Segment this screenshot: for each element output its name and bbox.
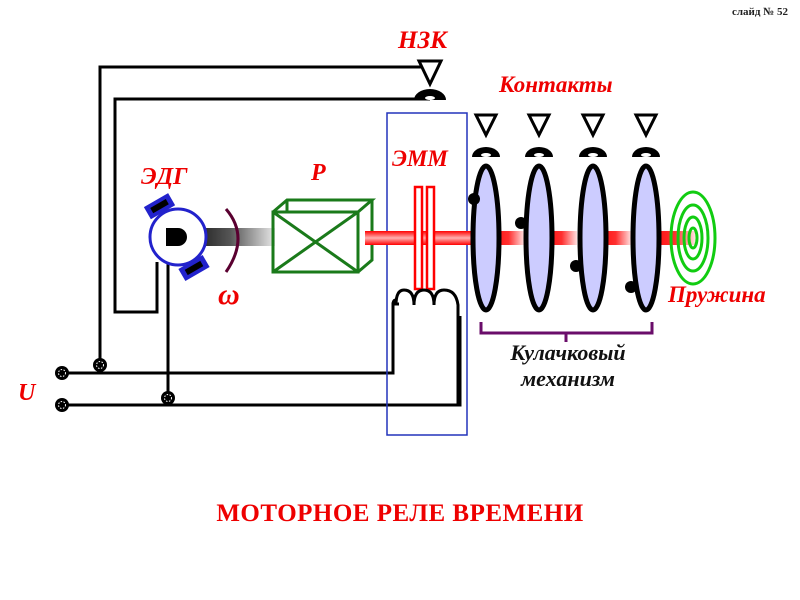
contact-4 (632, 113, 660, 157)
terminal-u2 (55, 398, 69, 412)
cam-brace (479, 322, 654, 342)
contact-triangle-icon (580, 113, 606, 139)
contact-dome-icon (632, 147, 660, 157)
cam-1 (468, 163, 502, 313)
label-voltage: U (18, 380, 36, 406)
node-line2 (161, 391, 175, 405)
nzk-contact (414, 59, 446, 100)
reducer-box (271, 198, 377, 274)
motor-edg (143, 193, 210, 282)
contact-triangle-icon (473, 113, 499, 139)
label-spring: Пружина (668, 282, 766, 307)
node-line1 (93, 358, 107, 372)
cam-lobe-4 (625, 281, 637, 293)
wire-nzk-outer (98, 65, 430, 368)
rotation-arc-icon (224, 208, 240, 273)
label-cam-line2: механизм (521, 366, 615, 391)
wire-nzk-inner (113, 97, 430, 314)
label-omega: ω (218, 278, 240, 311)
cam-contacts (472, 113, 660, 157)
emm-coil-icon (391, 288, 460, 405)
cam-2 (515, 163, 555, 313)
slide-number: слайд № 52 (731, 6, 788, 18)
contact-triangle-icon (633, 113, 659, 139)
wire-supply-2 (62, 316, 462, 407)
contact-2 (525, 113, 553, 157)
cams (468, 163, 662, 313)
label-edg: ЭДГ (141, 164, 188, 190)
cam-3 (570, 163, 609, 313)
label-contacts: Контакты (499, 72, 613, 97)
label-reducer: Р (311, 160, 326, 186)
emm-frame (386, 112, 468, 436)
terminal-u1 (55, 366, 69, 380)
contact-dome-icon (579, 147, 607, 157)
label-cam-mechanism: Кулачковый механизм (478, 340, 658, 392)
contact-1 (472, 113, 500, 157)
spring-icon (669, 190, 717, 286)
nzk-dome-icon (414, 89, 446, 100)
slide-title: МОТОРНОЕ РЕЛЕ ВРЕМЕНИ (216, 500, 584, 527)
label-nzk: НЗК (398, 27, 448, 54)
label-emm: ЭММ (392, 146, 448, 171)
nzk-triangle-icon (416, 59, 444, 88)
cam-4 (625, 163, 662, 313)
cam-lobe-1 (468, 193, 480, 205)
contact-dome-icon (525, 147, 553, 157)
contact-3 (579, 113, 607, 157)
clutch-plates (413, 185, 436, 291)
cam-lobe-3 (570, 260, 582, 272)
cam-lobe-2 (515, 217, 527, 229)
contact-dome-icon (472, 147, 500, 157)
wire-supply-1 (62, 302, 399, 375)
label-cam-line1: Кулачковый (510, 340, 626, 365)
terminals (55, 358, 175, 412)
contact-triangle-icon (526, 113, 552, 139)
